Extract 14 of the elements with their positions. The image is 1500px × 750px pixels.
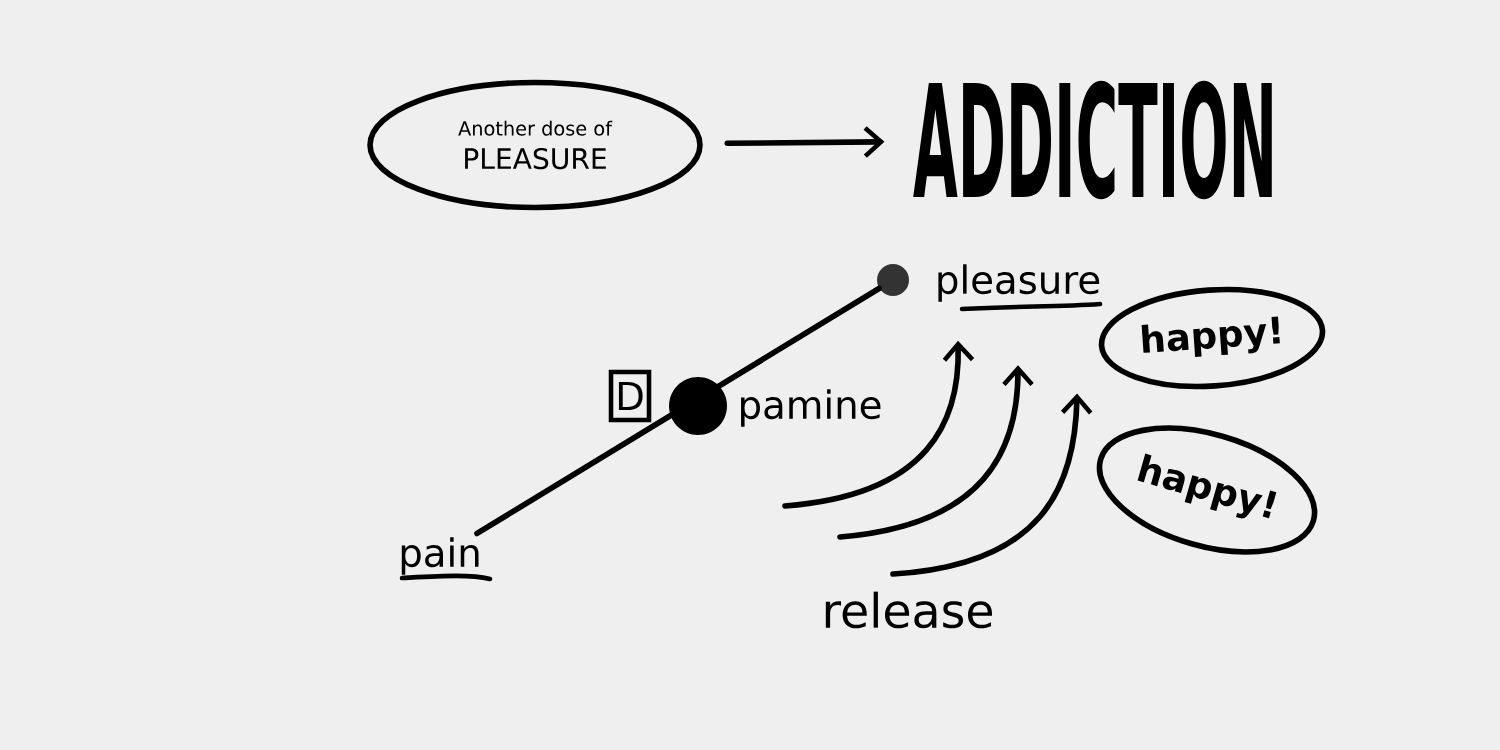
curved-arrow xyxy=(890,393,1093,577)
ellipse-bubble: Another dose of PLEASURE xyxy=(367,79,703,211)
letter-box: D xyxy=(608,369,652,423)
speech-bubble: happy! xyxy=(1098,286,1326,390)
slider-label: pleasure xyxy=(938,264,1100,302)
arrow xyxy=(724,126,885,158)
word-label: pamine xyxy=(741,389,881,427)
slider-line xyxy=(474,285,882,537)
slider-label: pain xyxy=(401,537,479,575)
title-text: ADDICTION xyxy=(913,80,1272,200)
word-label: release xyxy=(825,591,993,629)
curved-arrow xyxy=(837,365,1034,540)
curved-arrow xyxy=(782,340,975,509)
marker-dot xyxy=(877,264,909,296)
